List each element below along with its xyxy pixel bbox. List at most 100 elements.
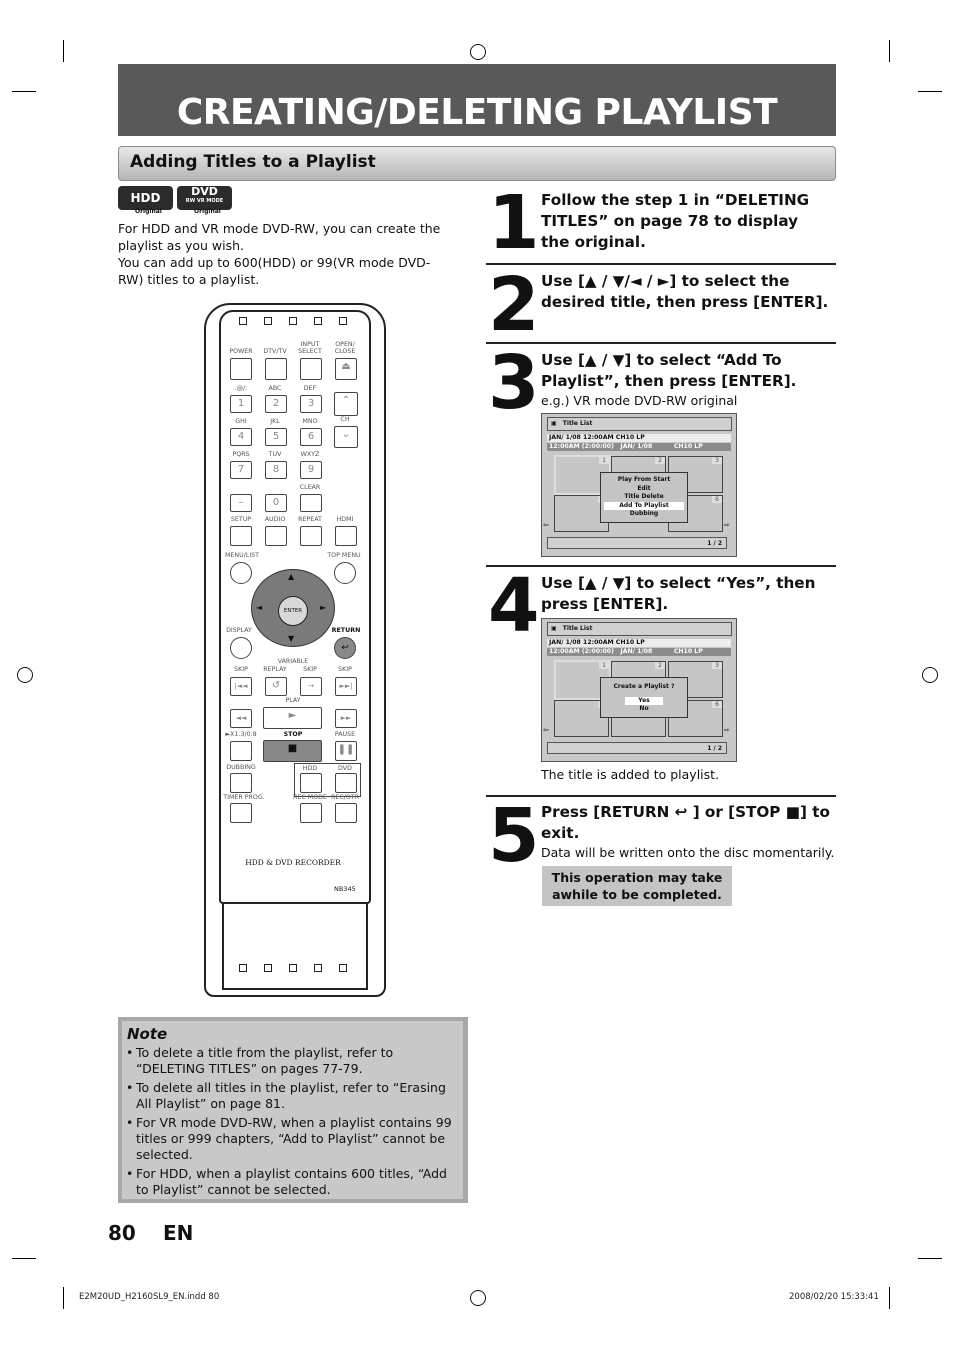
step-number: 2 xyxy=(488,262,539,348)
remote-label-sym: .@/: xyxy=(234,385,248,392)
return-button[interactable]: ↩ xyxy=(334,637,356,659)
digit-8-button[interactable]: 8 xyxy=(265,461,287,479)
display-button[interactable] xyxy=(230,637,252,659)
digit-0-button[interactable]: 0 xyxy=(265,494,287,512)
remote-label-return: RETURN xyxy=(331,627,361,634)
power-button[interactable] xyxy=(230,358,252,380)
remote-label-wxyz: WXYZ xyxy=(300,451,320,458)
screen-info-line: 12:00AM (2:00:00) JAN/ 1/08 CH10 LP xyxy=(547,443,731,451)
section-header-band xyxy=(118,146,836,181)
remote-label-tuv: TUV xyxy=(268,451,282,458)
dash-button[interactable]: – xyxy=(230,494,252,512)
remote-label-dubbing: DUBBING xyxy=(226,764,256,771)
note-box-inner xyxy=(122,1021,463,1199)
remote-body xyxy=(219,310,371,904)
prev-page-icon: ⇦ xyxy=(543,521,549,529)
remote-label-mno: MNO xyxy=(302,418,318,425)
remote-label-hdd: HDD xyxy=(302,765,318,772)
enter-button[interactable]: ENTER xyxy=(278,596,308,626)
open-close-button[interactable]: ⏏ xyxy=(335,358,357,380)
remote-label-variable: VARIABLE xyxy=(277,658,309,665)
channel-up-button[interactable]: ⌃ xyxy=(334,392,358,416)
remote-label-dtv: DTV/TV xyxy=(263,348,287,355)
down-arrow-icon[interactable]: ▼ xyxy=(288,634,295,643)
screen-info-line: 12:00AM (2:00:00) JAN/ 1/08 CH10 LP xyxy=(547,648,731,656)
skip-button[interactable]: → xyxy=(300,677,322,696)
hdmi-button[interactable] xyxy=(335,526,357,546)
digit-3-button[interactable]: 3 xyxy=(300,395,322,413)
remote-label-input: INPUT SELECT xyxy=(298,341,322,355)
digit-7-button[interactable]: 7 xyxy=(230,461,252,479)
remote-led xyxy=(264,964,272,972)
remote-led xyxy=(239,964,247,972)
input-select-button[interactable] xyxy=(300,358,322,380)
hdd-badge: HDD xyxy=(118,186,173,210)
screen-title-bar: ▣ Title List xyxy=(547,622,732,636)
hdd-badge-caption: Original xyxy=(135,208,162,215)
note-item: •To delete a title from the playlist, re… xyxy=(126,1045,394,1076)
remote-label-recotr: REC/OTR xyxy=(330,794,360,801)
footer-file: E2M20UD_H2160SL9_EN.indd 80 xyxy=(79,1292,220,1302)
step-text: Follow the step 1 in “DELETING TITLES” o… xyxy=(541,191,810,251)
dvd-badge: DVD RW VR MODE xyxy=(177,186,232,210)
remote-led xyxy=(314,317,322,325)
channel-down-button[interactable]: ⌄ xyxy=(334,426,358,448)
step-number: 1 xyxy=(488,180,539,266)
step-number: 3 xyxy=(488,340,539,426)
slow-button[interactable] xyxy=(230,741,252,761)
left-arrow-icon[interactable]: ◄ xyxy=(256,603,263,612)
step-text: Use [▲ / ▼] to select “Yes”, then press … xyxy=(541,574,816,613)
remote-label-def: DEF xyxy=(303,385,317,392)
page-number: 80 xyxy=(108,1221,136,1245)
setup-button[interactable] xyxy=(230,526,252,546)
remote-label-pqrs: PQRS xyxy=(232,451,250,458)
screen-page-indicator: 1 / 2 xyxy=(547,742,727,754)
dvd-button[interactable] xyxy=(335,773,357,793)
digit-9-button[interactable]: 9 xyxy=(300,461,322,479)
screen-info-line: JAN/ 1/08 12:00AM CH10 LP xyxy=(547,434,731,442)
clear-button[interactable] xyxy=(300,494,322,512)
hdd-button[interactable] xyxy=(300,773,322,793)
skip-back-button[interactable]: |◄◄ xyxy=(230,677,252,696)
rewind-button[interactable]: ◄◄ xyxy=(230,709,252,728)
dtv-tv-button[interactable] xyxy=(265,358,287,380)
digit-6-button[interactable]: 6 xyxy=(300,428,322,446)
operation-notice: This operation may take awhile to be com… xyxy=(542,866,732,906)
rec-mode-button[interactable] xyxy=(300,803,322,823)
next-page-icon: ⇨ xyxy=(724,521,730,529)
right-arrow-icon[interactable]: ► xyxy=(320,603,327,612)
section-title: Adding Titles to a Playlist xyxy=(130,152,376,172)
repeat-button[interactable] xyxy=(300,526,322,546)
replay-button[interactable]: ↺ xyxy=(265,677,287,696)
fast-forward-button[interactable]: ►► xyxy=(335,709,357,728)
digit-2-button[interactable]: 2 xyxy=(265,395,287,413)
registration-mark xyxy=(470,1290,486,1306)
dubbing-button[interactable] xyxy=(230,773,252,793)
remote-led xyxy=(289,317,297,325)
digit-5-button[interactable]: 5 xyxy=(265,428,287,446)
menu-list-button[interactable] xyxy=(230,562,252,584)
prev-page-icon: ⇦ xyxy=(543,726,549,734)
stop-button[interactable]: ■ xyxy=(263,740,322,762)
step-number: 4 xyxy=(488,563,539,649)
up-arrow-icon[interactable]: ▲ xyxy=(288,572,295,581)
remote-label-topmenu: TOP MENU xyxy=(327,552,361,559)
step-text: Press [RETURN ↩ ] or [STOP ■] to exit. xyxy=(541,803,830,842)
step-divider xyxy=(486,342,836,344)
audio-button[interactable] xyxy=(265,526,287,546)
play-button[interactable]: ► xyxy=(263,707,322,729)
timer-prog-button[interactable] xyxy=(230,803,252,823)
remote-label-ghi: GHI xyxy=(235,418,247,425)
pause-button[interactable]: ❚❚ xyxy=(335,741,357,761)
skip-forward-button[interactable]: ►►| xyxy=(335,677,357,696)
note-item: •For VR mode DVD-RW, when a playlist con… xyxy=(126,1115,452,1162)
remote-label-open: OPEN/ CLOSE xyxy=(334,341,356,355)
rec-otr-button[interactable] xyxy=(335,803,357,823)
thumbnail-tile: 4 xyxy=(554,700,609,737)
top-menu-button[interactable] xyxy=(334,562,356,584)
digit-4-button[interactable]: 4 xyxy=(230,428,252,446)
digit-1-button[interactable]: 1 xyxy=(230,395,252,413)
context-menu: Play From Start Edit Title Delete Add To… xyxy=(600,472,688,523)
remote-label-display: DISPLAY xyxy=(226,627,252,634)
remote-label-skip: SKIP xyxy=(303,666,317,673)
